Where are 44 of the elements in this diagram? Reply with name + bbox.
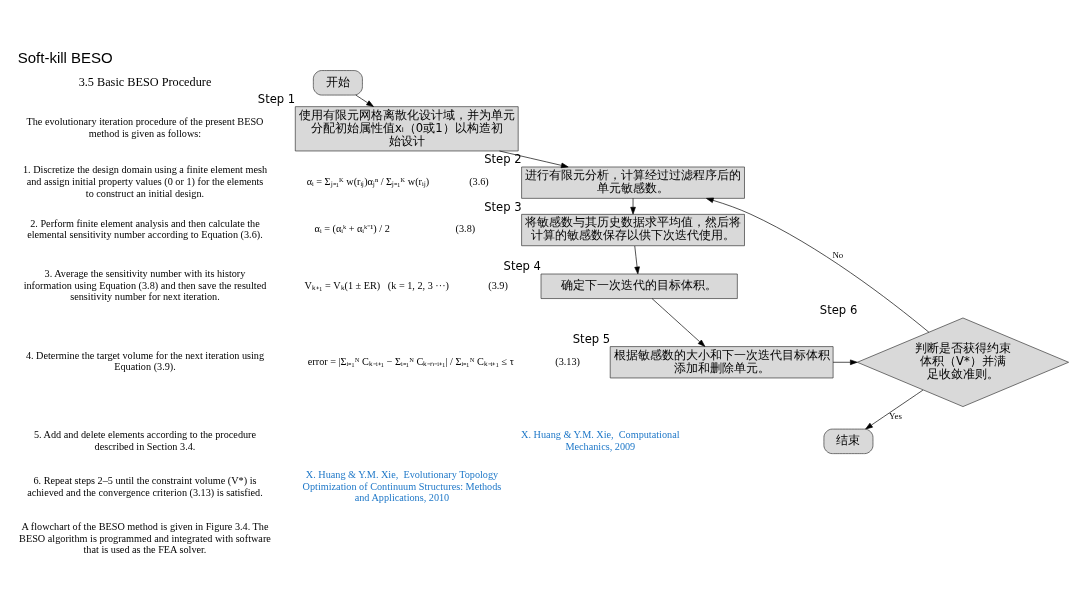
arrow xyxy=(832,359,858,365)
label: The evolutionary iteration procedure of the present BESO method is given as follows: xyxy=(26,116,264,139)
label: X. Huang & Y.M. Xie, Computational Mechanics, 2009 xyxy=(521,428,680,452)
label: 2. Perform finite element analysis and then calculate the elemental sensitivity number according to Equation (3.6). xyxy=(27,217,263,241)
label: Vₖ₊₁ = Vₖ(1 ± ER) (k = 1, 2, 3 ···) xyxy=(304,279,449,291)
label: (3.8) xyxy=(455,223,476,235)
node-label: Step 5 xyxy=(572,331,611,346)
node-label: Step 3 xyxy=(484,199,522,214)
label: error = |Σᵢ₌₁ᴺ Cₖ₋ᵢ₊₁ − Σᵢ₌₁ᴺ Cₖ₋ₙ₋ᵢ₊₁| / Σᵢ₌₁ᴺ Cₖ₋ᵢ₊₁ ≤ τ xyxy=(307,355,514,367)
node-label: Step 1 xyxy=(257,91,296,106)
label: (3.13) xyxy=(555,355,580,367)
node-box: 结束 xyxy=(823,428,874,454)
node-box: 将敏感数与其历史数据求平均值，然后将计算的敏感数保存以供下次迭代使用。 xyxy=(521,214,745,247)
label: 3. Average the sensitivity number with its history information using Equation (3.8) and then save the resulted sensitivity number for next iteration. xyxy=(23,268,267,303)
label: αᵢ = Σⱼ₌₁ᴷ w(rᵢⱼ)αⱼⁿ / Σⱼ₌₁ᴷ w(rᵢⱼ) xyxy=(306,176,430,188)
label: X. Huang & Y.M. Xie, Evolutionary Topology Optimization of Continuum Structures: Methods and Applications, 2010 xyxy=(302,469,502,504)
node-label: Step 2 xyxy=(484,152,522,167)
label: 4. Determine the target volume for the next iteration using Equation (3.9). xyxy=(25,349,265,373)
label: αᵢ = (αᵢᵏ + αᵢᵏ⁻¹) / 2 xyxy=(314,223,390,235)
label: 6. Repeat steps 2–5 until the constraint volume (V*) is achieved and the convergence criterion (3.13) is satisfied. xyxy=(27,474,263,498)
node-diamond: 判断是否获得约束体积（V*）并满足收敛准则。 xyxy=(856,317,1069,407)
edge-label: No xyxy=(832,250,844,261)
arrow xyxy=(634,245,640,275)
label: 1. Discretize the design domain using a finite element mesh and assign initial property values (0 or 1) for the elements to construct an initial design. xyxy=(22,164,268,199)
arrow xyxy=(355,94,374,107)
node-box: 进行有限元分析，计算经过过滤程序后的单元敏感数。 xyxy=(521,166,745,199)
edge-label: Yes xyxy=(889,411,902,422)
arrow xyxy=(706,197,930,333)
node-label: Step 4 xyxy=(503,259,541,274)
label: 5. Add and delete elements according to the procedure described in Section 3.4. xyxy=(33,428,257,452)
arrow xyxy=(630,198,636,215)
label: (3.6) xyxy=(469,176,489,188)
arrow xyxy=(865,389,924,430)
node-box: 根据敏感数的大小和下一次迭代目标体积添加和删除单元。 xyxy=(609,346,834,379)
label: (3.9) xyxy=(488,279,508,291)
arrow xyxy=(499,150,569,169)
label: A flowchart of the BESO method is given in Figure 3.4. The BESO algorithm is programmed and integrated with software that is used as the FEA solver. xyxy=(19,520,271,556)
arrow xyxy=(651,298,706,347)
node-box: 使用有限元网格离散化设计域，并为单元分配初始属性值xᵢ（0或1）以构造初始设计 xyxy=(294,106,519,152)
node-box: 开始 xyxy=(313,70,363,96)
label: 3.5 Basic BESO Procedure xyxy=(78,74,212,89)
node-box: 确定下一次迭代的目标体积。 xyxy=(540,273,738,299)
node-label: Step 6 xyxy=(819,303,858,318)
diagram-title: Soft-kill BESO xyxy=(17,49,113,67)
